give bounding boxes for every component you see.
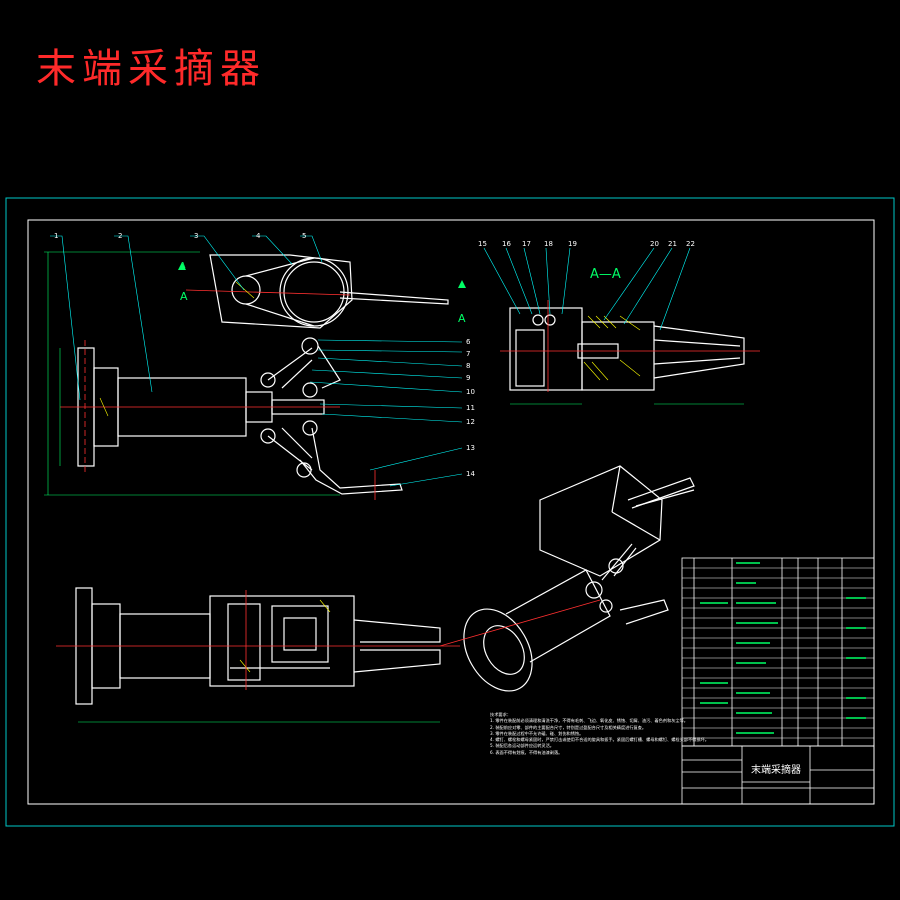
- section-view: [509, 307, 745, 391]
- label-part: 4: [256, 232, 261, 240]
- label-part: 19: [568, 240, 577, 248]
- leader-lines: [50, 235, 463, 487]
- note-line: 2. 装配前应对零、部件的主要配合尺寸，特别是过盈配合尺寸及相关精度进行复查。: [490, 724, 647, 730]
- parts-list-entries: [700, 562, 866, 734]
- parts-list: [681, 557, 875, 747]
- section-mark: A: [458, 312, 466, 325]
- label-part: 13: [466, 444, 475, 452]
- label-part: 18: [544, 240, 553, 248]
- section-view-label: A—A: [590, 267, 621, 282]
- front-view-centerlines: [60, 289, 376, 500]
- section-marks: A A A A—A: [180, 261, 621, 325]
- top-view-hatch: [239, 599, 331, 673]
- title-block-name: 末端采摘器: [751, 765, 801, 776]
- label-part: 2: [118, 232, 122, 240]
- technical-notes: 技术要求： 1. 零件在装配前必须清理和清洗干净，不得有毛刺、飞边、氧化皮、锈蚀…: [490, 712, 709, 756]
- label-part: 20: [650, 240, 659, 248]
- label-part: 6: [466, 338, 471, 346]
- label-part: 17: [522, 240, 531, 248]
- section-arrows: [178, 262, 466, 288]
- label-part: 3: [194, 232, 198, 240]
- front-view-dims: [44, 251, 340, 496]
- label-part: 12: [466, 418, 475, 426]
- note-line: 6. 表面不得有划痕，不得有油漆剥落。: [490, 749, 563, 755]
- label-part: 21: [668, 240, 677, 248]
- section-leaders: [483, 247, 691, 331]
- label-part: 11: [466, 404, 475, 412]
- drawing-title: 末端采摘器: [36, 46, 266, 92]
- section-hatch: [583, 315, 641, 381]
- label-part: 5: [302, 232, 306, 240]
- label-part: 22: [686, 240, 695, 248]
- section-mark: A: [180, 290, 188, 303]
- part-labels: 1 2 3 4 5 6 7 8 9 10 11 12 13 14 15 16 1…: [54, 232, 695, 478]
- label-part: 15: [478, 240, 487, 248]
- outer-frame: [5, 197, 895, 827]
- section-centerlines: [500, 300, 760, 392]
- note-line: 1. 零件在装配前必须清理和清洗干净，不得有毛刺、飞边、氧化皮、锈蚀、切屑、油污…: [490, 718, 688, 724]
- section-mark: A: [180, 261, 186, 270]
- note-line: 5. 装配后各运动部件应运转灵活。: [490, 743, 554, 749]
- title-block: [681, 745, 875, 805]
- label-part: 16: [502, 240, 511, 248]
- note-line: 4. 螺钉、螺栓和螺母紧固时，严禁打击或使用不合适的旋具和扳手。紧固后螺钉槽、螺…: [490, 737, 709, 743]
- label-part: 10: [466, 388, 475, 396]
- front-view-hatch: [99, 281, 255, 417]
- label-part: 1: [54, 232, 58, 240]
- parts-list-rows: [682, 567, 874, 739]
- top-view-centerlines: [56, 590, 460, 690]
- note-line: 3. 零件在装配过程中不允许磕、碰、划伤和锈蚀。: [490, 730, 584, 736]
- label-part: 8: [466, 362, 470, 370]
- note-line: 技术要求：: [490, 712, 511, 717]
- label-part: 9: [466, 374, 470, 382]
- inner-frame: [27, 219, 875, 805]
- isometric-view: [463, 465, 695, 692]
- label-part: 14: [466, 470, 475, 478]
- isometric-centerline: [439, 599, 601, 647]
- label-part: 7: [466, 350, 470, 358]
